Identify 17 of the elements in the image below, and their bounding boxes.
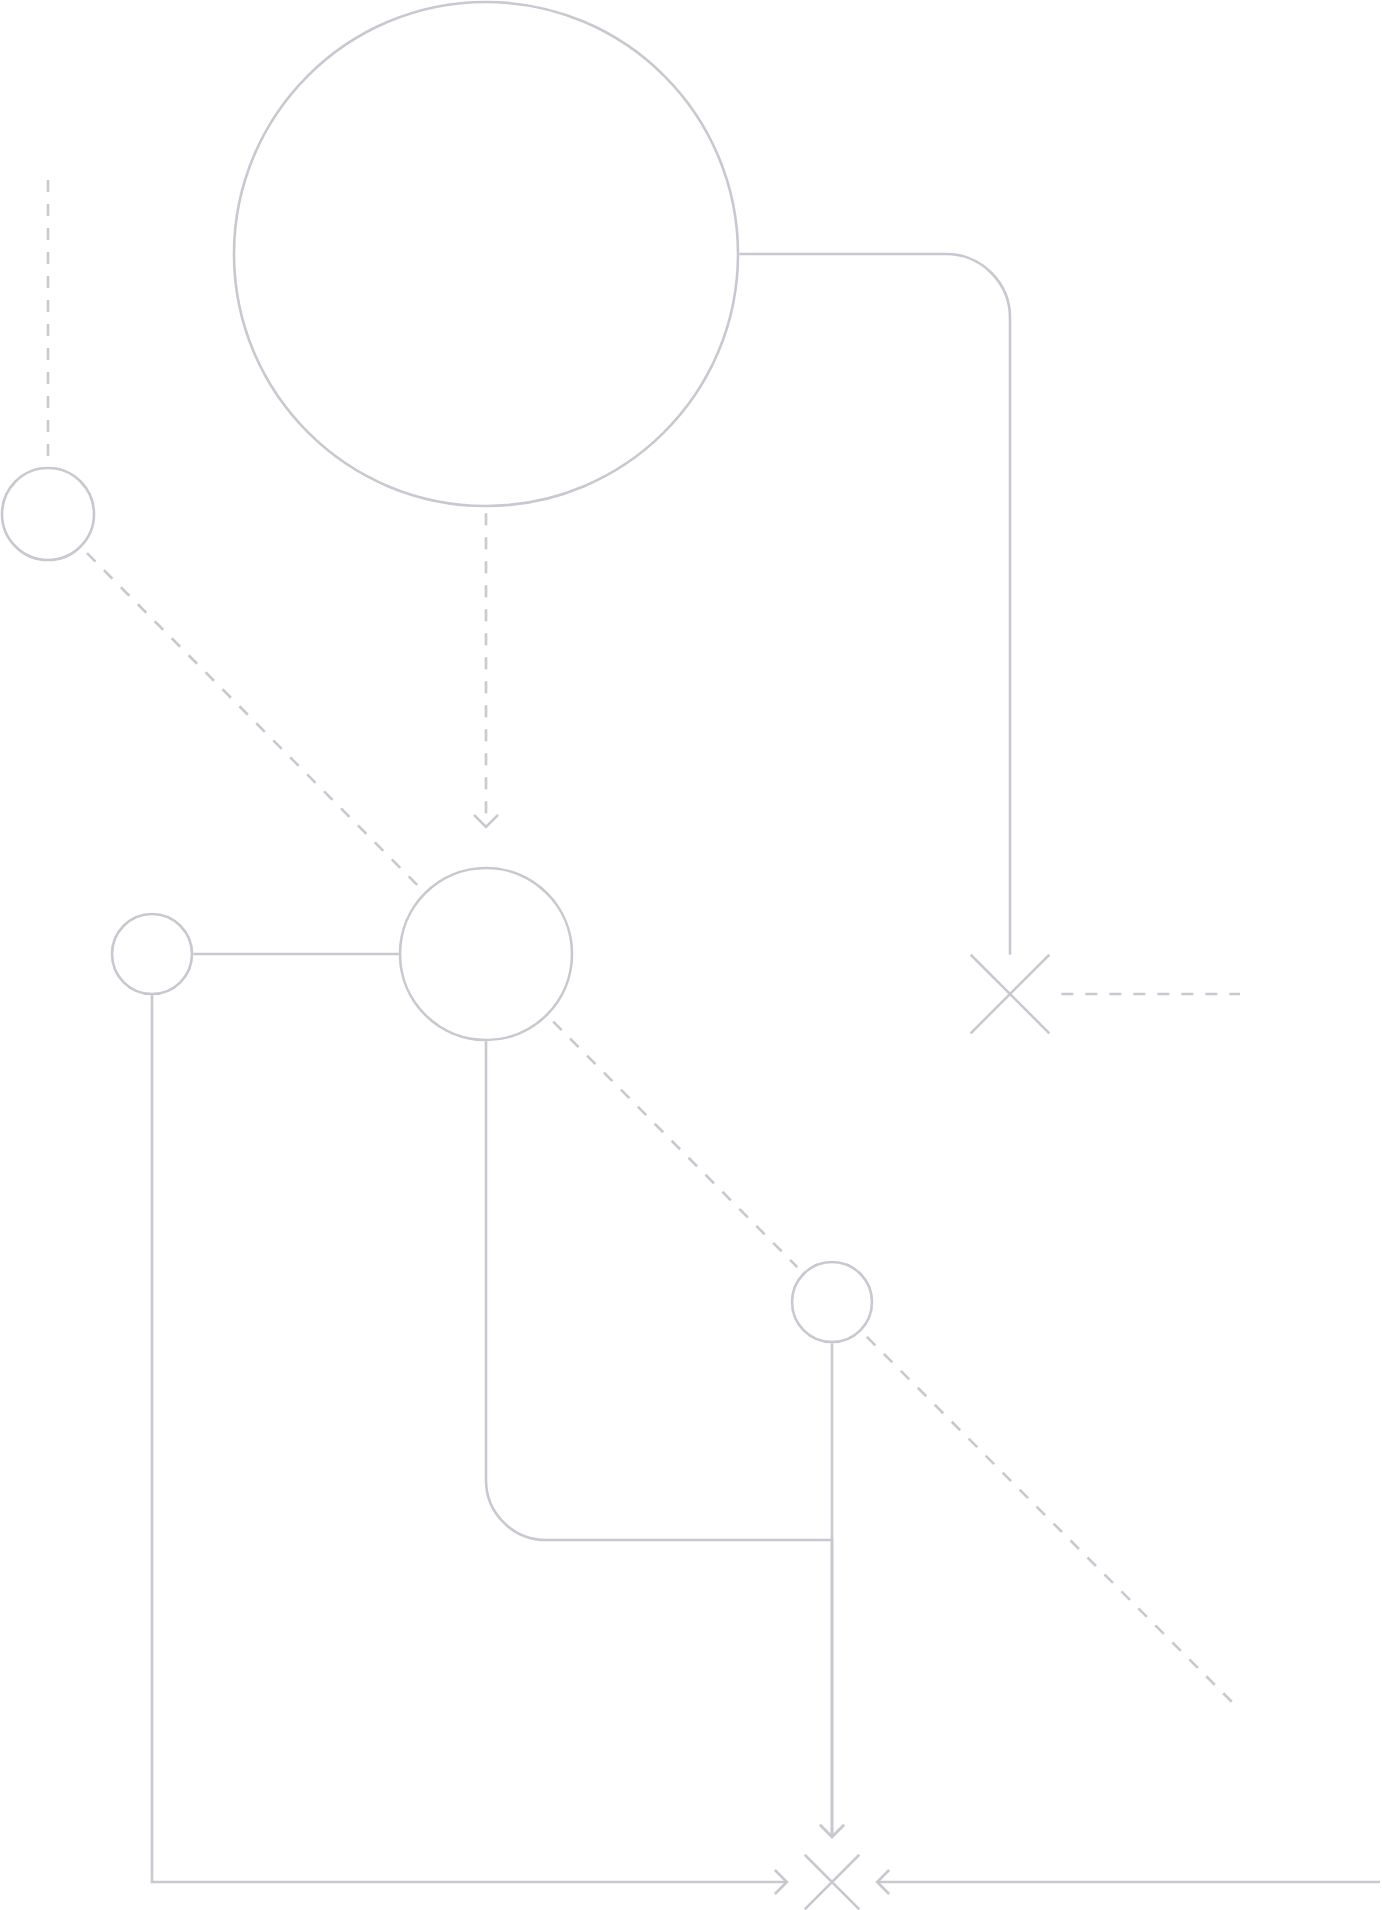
connector-line — [739, 252, 1012, 955]
connector-line — [552, 1020, 799, 1268]
arrow — [473, 513, 499, 829]
connector-line — [1061, 992, 1240, 996]
arrow — [875, 1869, 1380, 1895]
connector-line — [86, 552, 420, 888]
circle-node — [110, 912, 194, 996]
circle-node — [0, 466, 96, 562]
circle-node — [232, 0, 740, 508]
connector-line — [46, 180, 50, 461]
circle-node — [790, 1260, 874, 1344]
arrow — [150, 995, 789, 1895]
connector-line — [193, 952, 399, 956]
arrow — [819, 1343, 845, 1839]
cross-mark — [969, 953, 1051, 1035]
circle-node — [398, 866, 574, 1042]
cross-mark — [803, 1853, 861, 1910]
